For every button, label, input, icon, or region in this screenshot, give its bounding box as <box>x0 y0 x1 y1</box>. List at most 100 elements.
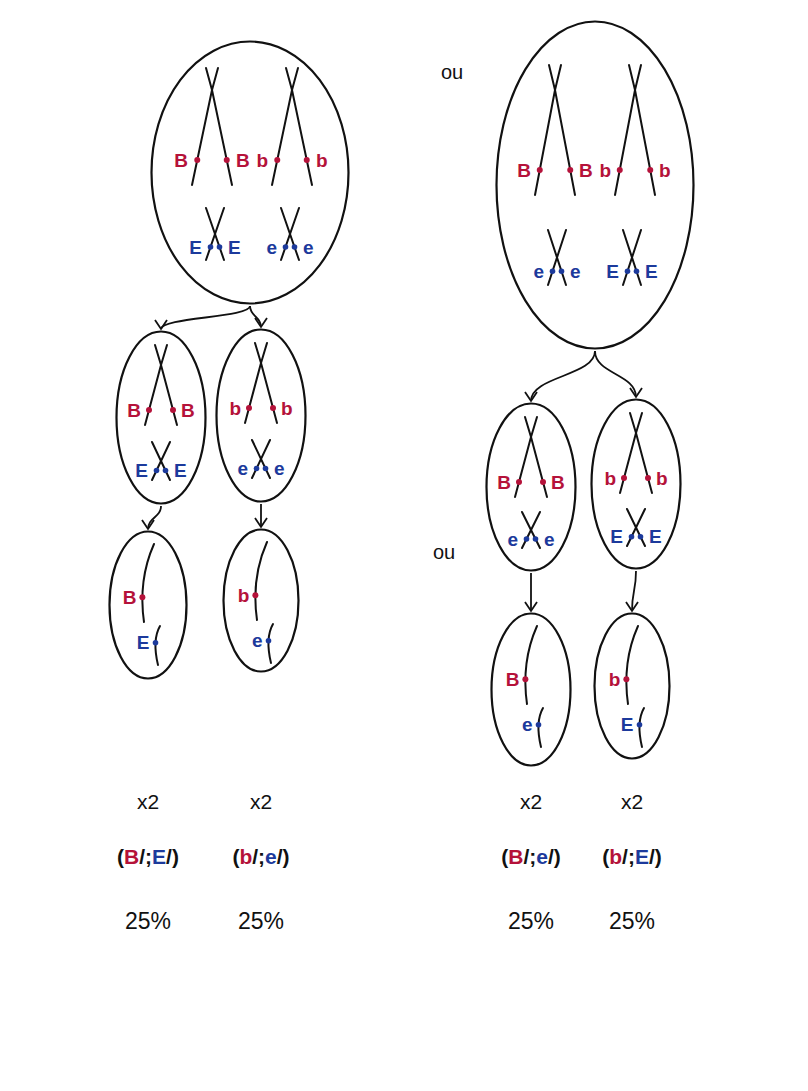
locus-dot <box>217 244 223 250</box>
chromatid <box>525 626 537 704</box>
division-arrow <box>626 571 638 611</box>
locus-dot <box>516 479 522 485</box>
locus-dot <box>645 475 651 481</box>
locus-dot <box>170 407 176 413</box>
chromatid <box>549 65 575 195</box>
locus-dot <box>536 722 542 728</box>
cell: BBbbEEee <box>150 40 350 305</box>
cell-membrane <box>217 330 306 502</box>
locus-dot <box>637 722 643 728</box>
chromatid <box>142 544 154 622</box>
chromatid <box>255 343 277 423</box>
locus-dot <box>153 640 159 646</box>
locus-dot <box>274 157 280 163</box>
allele-label: e <box>522 715 533 734</box>
chromatid <box>286 68 312 185</box>
cell: be <box>222 528 300 673</box>
note-label: x2 <box>137 790 159 813</box>
allele-label: e <box>266 238 277 257</box>
division-arrow <box>525 351 595 401</box>
allele-label: B <box>579 161 593 180</box>
allele-label: e <box>274 459 285 478</box>
locus-dot <box>629 534 635 540</box>
cell-outline <box>222 528 300 673</box>
allele-label: e <box>252 631 263 650</box>
locus-dot <box>537 167 543 173</box>
note-label: 25% <box>508 909 554 934</box>
locus-dot <box>522 676 528 682</box>
chromatid <box>155 345 177 425</box>
locus-dot <box>163 468 169 474</box>
chromatid <box>281 208 299 260</box>
allele-label: B <box>123 588 137 607</box>
cell-membrane <box>592 400 681 569</box>
allele-label: b <box>599 161 611 180</box>
cell-membrane <box>152 42 349 304</box>
allele-label: b <box>609 670 621 689</box>
locus-dot <box>246 405 252 411</box>
cell-outline <box>108 530 188 680</box>
division-arrow <box>250 306 267 327</box>
allele-label: e <box>533 262 544 281</box>
allele-label: B <box>236 151 250 170</box>
cell-outline <box>590 398 682 570</box>
chromatid <box>155 626 160 665</box>
arrow-line <box>161 306 250 329</box>
allele-label: B <box>506 670 520 689</box>
locus-dot <box>524 536 530 542</box>
locus-dot <box>266 638 272 644</box>
chromatid <box>548 230 566 285</box>
allele-label: b <box>656 469 668 488</box>
locus-dot <box>617 167 623 173</box>
chromatid <box>639 708 644 747</box>
division-arrow <box>155 306 250 329</box>
allele-label: b <box>256 151 268 170</box>
chromatid <box>145 345 167 425</box>
locus-dot <box>252 592 258 598</box>
locus-dot <box>304 157 310 163</box>
note-label: ou <box>441 61 463 83</box>
cell-membrane <box>595 614 670 759</box>
arrow-head <box>142 520 154 529</box>
allele-label: b <box>659 161 671 180</box>
cell: BBee <box>485 402 577 572</box>
chromatid <box>152 442 170 480</box>
cell: bbee <box>215 328 307 503</box>
cell-membrane <box>117 332 206 504</box>
chromatid <box>252 440 270 478</box>
cell-membrane <box>497 22 694 349</box>
chromatid <box>630 413 652 493</box>
cell-outline <box>490 612 572 767</box>
locus-dot <box>567 167 573 173</box>
locus-dot <box>139 594 145 600</box>
chromatid <box>252 440 270 478</box>
note-label: x2 <box>621 790 643 813</box>
allele-label: e <box>303 238 314 257</box>
cell-membrane <box>487 404 576 571</box>
chromatid <box>629 65 655 195</box>
locus-dot <box>254 466 260 472</box>
genotype-label: (b/;e/) <box>232 845 289 868</box>
cell-membrane <box>492 614 571 766</box>
allele-label: E <box>228 238 241 257</box>
arrow-line <box>531 351 595 401</box>
cell-outline <box>593 612 671 760</box>
chromatid <box>206 208 224 260</box>
cell: BE <box>108 530 188 680</box>
chromatid <box>192 68 218 185</box>
note-label: x2 <box>520 790 542 813</box>
arrow-head <box>255 518 267 527</box>
chromatid <box>623 230 641 285</box>
locus-dot <box>625 268 631 274</box>
allele-label: b <box>229 399 241 418</box>
division-arrow <box>142 506 161 529</box>
chromatid <box>245 343 267 423</box>
cell-membrane <box>110 532 187 679</box>
locus-dot <box>292 244 298 250</box>
allele-label: e <box>544 530 555 549</box>
allele-label: b <box>316 151 328 170</box>
locus-dot <box>550 268 556 274</box>
chromatid <box>623 230 641 285</box>
allele-label: B <box>127 401 141 420</box>
